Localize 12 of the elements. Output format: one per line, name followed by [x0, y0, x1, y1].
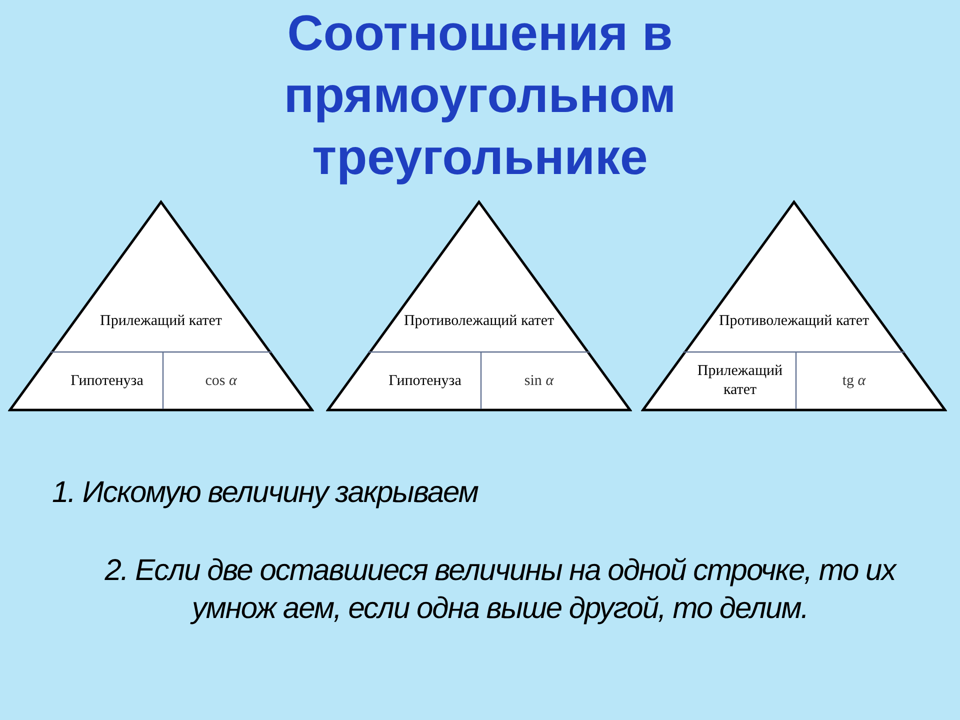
term-label: Прилежащий катет: [696, 362, 784, 400]
rule-text: 1. Искомую величину закрываем: [52, 475, 480, 511]
title: Соотношения в прямоугольном треугольнике: [282, 4, 678, 187]
term-label: Гипотенуза: [388, 372, 462, 390]
term-label: Гипотенуза: [70, 372, 144, 390]
rule-text: 2. Если две оставшиеся величины на одной строчке, то их умнож аем, если одна выше другой, то делим.: [104, 553, 898, 627]
ratio-label: cos α: [205, 372, 237, 390]
term-label: Противолежащий катет: [404, 312, 554, 330]
ratio-label: tg α: [842, 372, 866, 390]
term-label: Противолежащий катет: [718, 312, 870, 330]
term-label: Прилежащий катет: [100, 312, 222, 330]
ratio-label: sin α: [524, 372, 554, 390]
